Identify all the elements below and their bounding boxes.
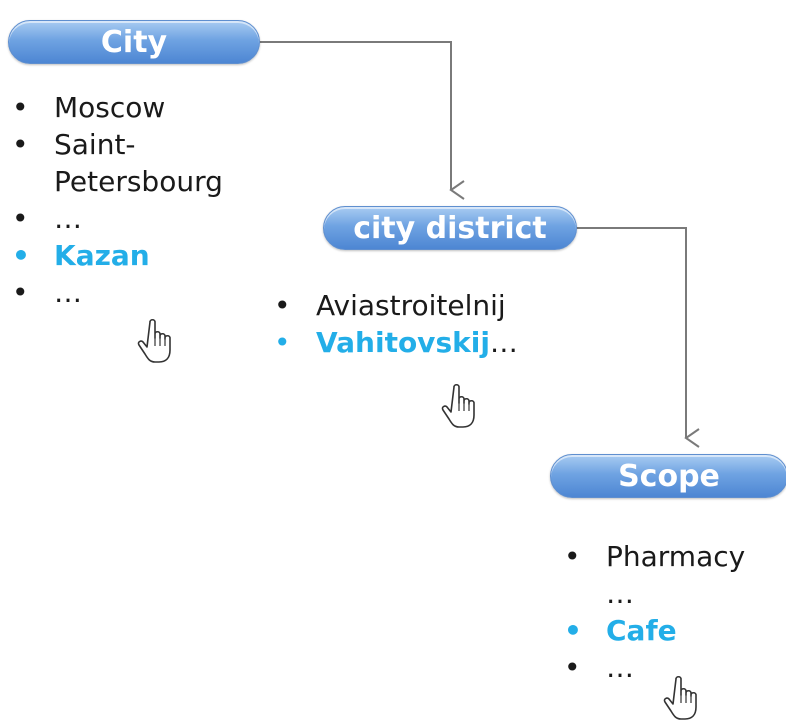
connector-city-to-district <box>260 41 465 200</box>
city-item-moscow[interactable]: • Moscow <box>8 89 268 126</box>
city-item-kazan[interactable]: • Kazan <box>8 237 268 274</box>
bullet: • <box>12 128 29 161</box>
bullet: • <box>564 651 581 684</box>
city-item-label: Saint- <box>54 128 136 161</box>
bullet: • <box>274 326 291 359</box>
city-item-ellipsis: • … <box>8 274 268 311</box>
scope-item-label: Cafe <box>606 614 677 647</box>
bullet: • <box>12 239 30 272</box>
scope-node-label: Scope <box>618 459 720 494</box>
city-node-label: City <box>100 25 168 60</box>
district-node-label: city district <box>353 211 547 246</box>
city-item-label-cont: Petersbourg <box>54 165 223 198</box>
scope-node[interactable]: Scope <box>550 454 786 498</box>
bullet: • <box>274 289 291 322</box>
hand-pointer-icon <box>137 318 171 363</box>
scope-item-label-cont: … <box>606 577 634 610</box>
district-item-label: Vahitovskij <box>316 326 490 359</box>
bullet: • <box>12 276 29 309</box>
scope-item-label: … <box>606 651 634 684</box>
city-node[interactable]: City <box>8 20 260 64</box>
city-item-ellipsis: • … <box>8 200 268 237</box>
district-list: • Aviastroitelnij • Vahitovskij… <box>270 287 590 361</box>
district-node[interactable]: city district <box>323 206 577 250</box>
city-item-label: Moscow <box>54 91 166 124</box>
city-item-label: Kazan <box>54 239 150 272</box>
hand-pointer-icon <box>441 383 475 428</box>
hand-pointer-icon <box>663 675 697 720</box>
connector-district-to-scope <box>577 227 700 448</box>
scope-item-pharmacy[interactable]: • Pharmacy … <box>560 538 786 612</box>
city-item-label: … <box>54 276 82 309</box>
district-item-label: Aviastroitelnij <box>316 289 506 322</box>
city-list: • Moscow • Saint- Petersbourg • … • Kaza… <box>8 89 268 311</box>
district-item-vahitovskij[interactable]: • Vahitovskij… <box>270 324 590 361</box>
city-item-label: … <box>54 202 82 235</box>
district-item-aviastroitelnij[interactable]: • Aviastroitelnij <box>270 287 590 324</box>
district-item-suffix: … <box>489 326 518 359</box>
bullet: • <box>564 540 581 573</box>
bullet: • <box>12 91 29 124</box>
scope-item-ellipsis: • … <box>560 649 786 686</box>
scope-item-cafe[interactable]: • Cafe <box>560 612 786 649</box>
city-item-saint-petersbourg[interactable]: • Saint- Petersbourg <box>8 126 268 200</box>
bullet: • <box>12 202 29 235</box>
scope-list: • Pharmacy … • Cafe • … <box>560 538 786 686</box>
scope-item-label: Pharmacy <box>606 540 746 573</box>
bullet: • <box>564 614 582 647</box>
